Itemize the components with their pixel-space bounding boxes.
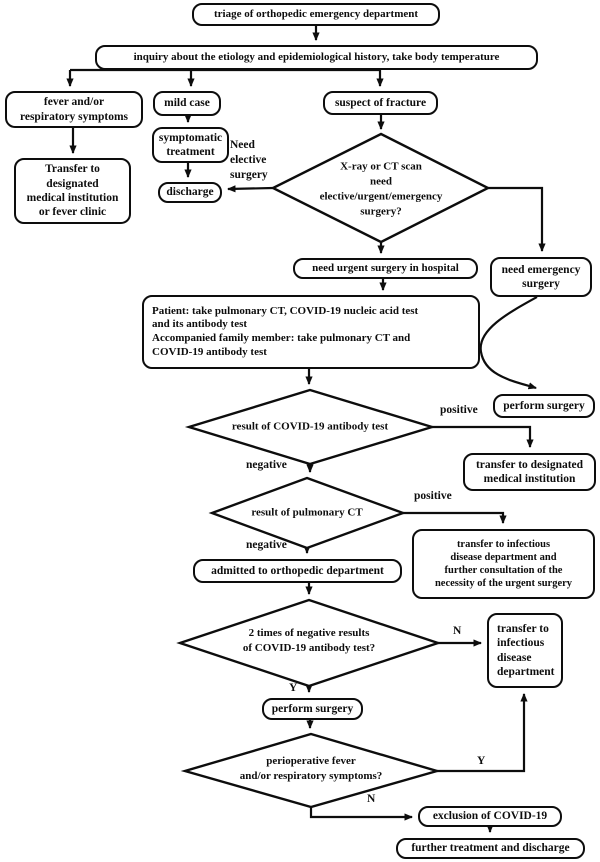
edge-label-positive-antibody: positive [440,404,478,416]
node-transfer-infectious-consult: transfer to infectious disease departmen… [412,529,595,599]
node-admitted-orthopedic: admitted to orthopedic department [193,559,402,583]
node-triage: triage of orthopedic emergency departmen… [192,3,440,26]
node-fever-symptoms: fever and/or respiratory symptoms [5,91,143,128]
node-patient-tests: Patient: take pulmonary CT, COVID-19 nuc… [142,295,480,369]
node-mild-case: mild case [153,91,221,116]
node-urgent-surgery: need urgent surgery in hospital [293,258,478,279]
edge-perioperative-y-to-transfer-infectious [437,693,528,773]
edge-label-need-elective-surgery: Need elective surgery [230,139,268,181]
edge-label-negative-ct: negative [246,539,287,551]
diamond-antibody-decision [184,388,437,466]
diamond-pulmonary-decision [208,476,407,550]
node-inquiry: inquiry about the etiology and epidemiol… [95,45,538,70]
node-further-treatment: further treatment and discharge [396,838,585,859]
node-transfer-designated: transfer to designated medical instituti… [463,453,596,491]
node-perform-surgery-2: perform surgery [262,698,363,720]
edge-perioperative-n-to-exclusion [309,807,413,821]
diamond-two-times-decision [176,598,442,688]
node-perform-surgery-1: perform surgery [493,394,595,418]
edge-label-n-perioperative: N [367,793,376,805]
edge-label-y-two-times: Y [289,682,298,694]
node-symptomatic-treatment: symptomatic treatment [152,127,229,163]
edge-pulmonary-positive-to-infectious-consult [403,511,507,524]
diamond-xray-decision [270,132,491,244]
edge-label-positive-ct: positive [414,490,452,502]
node-suspect-fracture: suspect of fracture [323,91,438,115]
edge-xray-to-discharge [227,185,274,193]
diamond-perioperative-decision [180,732,442,809]
edge-xray-to-emergency-surgery [488,186,546,252]
edge-antibody-positive-to-transfer-designated [432,425,534,448]
edge-label-n-two-times: N [453,625,462,637]
edge-emergency-to-perform-surgery [479,296,538,390]
edge-label-y-perioperative: Y [477,755,486,767]
node-discharge: discharge [158,182,222,203]
node-emergency-surgery: need emergency surgery [490,257,592,297]
node-transfer-infectious: transfer to infectious disease departmen… [487,613,563,688]
edge-label-negative-antibody: negative [246,459,287,471]
node-exclusion-covid: exclusion of COVID-19 [418,806,562,827]
node-transfer-fever-clinic: Transfer to designated medical instituti… [14,158,131,224]
